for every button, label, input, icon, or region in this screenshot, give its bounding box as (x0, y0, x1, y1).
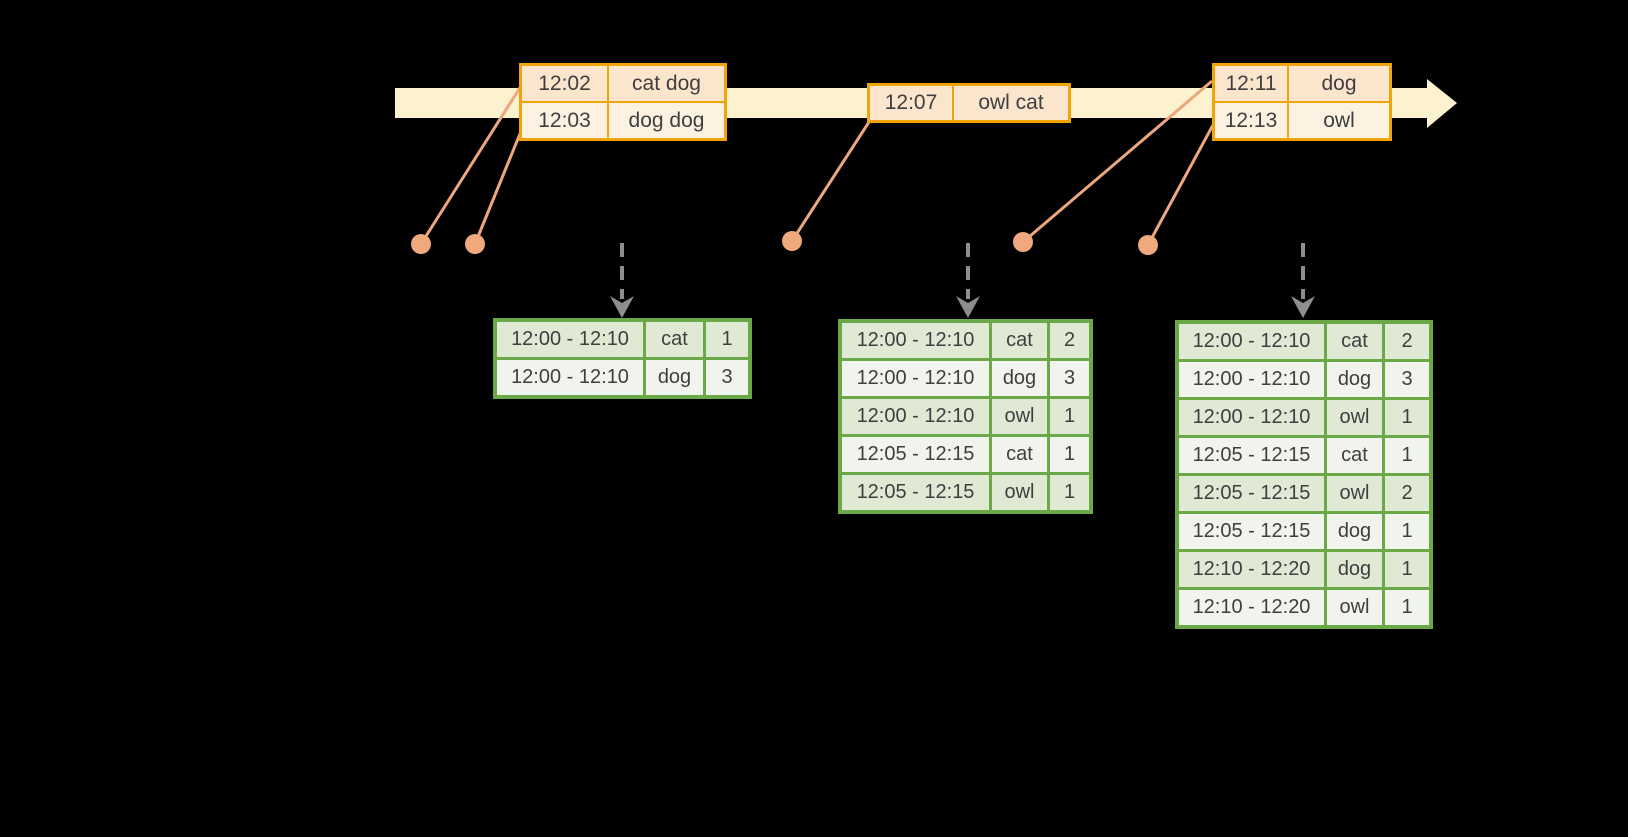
word-cell: owl (1327, 590, 1382, 625)
event-dot (782, 231, 802, 251)
count-cell: 3 (1385, 362, 1429, 397)
window-cell: 12:10 - 12:20 (1179, 590, 1324, 625)
window-cell: 12:00 - 12:10 (842, 399, 989, 434)
word-cell: dog (992, 361, 1047, 396)
count-cell: 1 (1385, 400, 1429, 435)
window-cell: 12:00 - 12:10 (1179, 362, 1324, 397)
trigger-arrowhead-icon (610, 296, 634, 318)
word-cell: dog (646, 360, 703, 395)
window-cell: 12:05 - 12:15 (842, 475, 989, 510)
result-table-row: 12:00 - 12:10 cat 2 (842, 323, 1089, 358)
count-cell: 1 (1050, 399, 1089, 434)
result-table-row: 12:05 - 12:15 cat 1 (842, 437, 1089, 472)
event-table-row: 12:03 dog dog (522, 103, 724, 138)
word-cell: owl (1327, 476, 1382, 511)
window-cell: 12:00 - 12:10 (497, 360, 643, 395)
word-cell: owl (992, 475, 1047, 510)
event-time-cell: 12:13 (1215, 103, 1287, 138)
result-table-row: 12:00 - 12:10 cat 2 (1179, 324, 1429, 359)
result-table-row: 12:10 - 12:20 dog 1 (1179, 552, 1429, 587)
result-table-row: 12:00 - 12:10 owl 1 (1179, 400, 1429, 435)
window-cell: 12:00 - 12:10 (1179, 324, 1324, 359)
count-cell: 1 (1050, 475, 1089, 510)
timeline-arrowhead-icon (1427, 79, 1457, 128)
event-words-cell: cat dog (609, 66, 724, 101)
window-cell: 12:05 - 12:15 (1179, 514, 1324, 549)
connector-line (419, 85, 523, 245)
count-cell: 1 (706, 322, 748, 357)
window-cell: 12:05 - 12:15 (842, 437, 989, 472)
count-cell: 1 (1050, 437, 1089, 472)
result-table-row: 12:00 - 12:10 owl 1 (842, 399, 1089, 434)
event-dot (465, 234, 485, 254)
event-words-cell: dog (1289, 66, 1389, 101)
event-time-cell: 12:02 (522, 66, 607, 101)
event-words-cell: owl (1289, 103, 1389, 138)
event-record-table-1: 12:02 cat dog 12:03 dog dog (519, 63, 727, 141)
window-cell: 12:05 - 12:15 (1179, 476, 1324, 511)
trigger-arrowhead-icon (956, 296, 980, 318)
event-dot (1138, 235, 1158, 255)
window-cell: 12:00 - 12:10 (497, 322, 643, 357)
event-dot (1013, 232, 1033, 252)
word-cell: cat (1327, 438, 1382, 473)
count-cell: 2 (1385, 324, 1429, 359)
count-cell: 3 (1050, 361, 1089, 396)
word-cell: dog (1327, 514, 1382, 549)
count-cell: 2 (1050, 323, 1089, 358)
window-cell: 12:00 - 12:10 (842, 323, 989, 358)
count-cell: 1 (1385, 514, 1429, 549)
connector-line (1146, 124, 1215, 246)
word-cell: cat (1327, 324, 1382, 359)
event-time-cell: 12:03 (522, 103, 607, 138)
word-cell: dog (1327, 552, 1382, 587)
event-table-row: 12:11 dog (1215, 66, 1389, 101)
result-table-row: 12:00 - 12:10 cat 1 (497, 322, 748, 357)
word-cell: owl (1327, 400, 1382, 435)
window-cell: 12:10 - 12:20 (1179, 552, 1324, 587)
word-cell: cat (646, 322, 703, 357)
trigger-arrowhead-icon (1291, 296, 1315, 318)
result-table-row: 12:05 - 12:15 owl 1 (842, 475, 1089, 510)
event-table-row: 12:02 cat dog (522, 66, 724, 101)
event-time-cell: 12:07 (870, 86, 952, 120)
count-cell: 1 (1385, 438, 1429, 473)
event-dot (411, 234, 431, 254)
result-table-row: 12:05 - 12:15 cat 1 (1179, 438, 1429, 473)
event-record-table-2: 12:07 owl cat (867, 83, 1071, 123)
windowed-counts-table-1: 12:00 - 12:10 cat 1 12:00 - 12:10 dog 3 (493, 318, 752, 399)
word-cell: cat (992, 437, 1047, 472)
connector-line (473, 123, 526, 245)
result-table-row: 12:00 - 12:10 dog 3 (842, 361, 1089, 396)
window-cell: 12:05 - 12:15 (1179, 438, 1324, 473)
count-cell: 2 (1385, 476, 1429, 511)
word-cell: cat (992, 323, 1047, 358)
event-words-cell: owl cat (954, 86, 1068, 120)
connector-line (790, 121, 871, 242)
result-table-row: 12:05 - 12:15 owl 2 (1179, 476, 1429, 511)
count-cell: 1 (1385, 590, 1429, 625)
window-cell: 12:00 - 12:10 (842, 361, 989, 396)
windowed-counts-table-2: 12:00 - 12:10 cat 2 12:00 - 12:10 dog 3 … (838, 319, 1093, 514)
connector-line (1022, 79, 1213, 244)
event-time-cell: 12:11 (1215, 66, 1287, 101)
word-cell: dog (1327, 362, 1382, 397)
result-table-row: 12:10 - 12:20 owl 1 (1179, 590, 1429, 625)
windowed-counts-table-3: 12:00 - 12:10 cat 2 12:00 - 12:10 dog 3 … (1175, 320, 1433, 629)
result-table-row: 12:00 - 12:10 dog 3 (497, 360, 748, 395)
count-cell: 1 (1385, 552, 1429, 587)
word-cell: owl (992, 399, 1047, 434)
event-table-row: 12:07 owl cat (870, 86, 1068, 120)
event-table-row: 12:13 owl (1215, 103, 1389, 138)
event-record-table-3: 12:11 dog 12:13 owl (1212, 63, 1392, 141)
event-words-cell: dog dog (609, 103, 724, 138)
result-table-row: 12:00 - 12:10 dog 3 (1179, 362, 1429, 397)
window-cell: 12:00 - 12:10 (1179, 400, 1324, 435)
result-table-row: 12:05 - 12:15 dog 1 (1179, 514, 1429, 549)
count-cell: 3 (706, 360, 748, 395)
